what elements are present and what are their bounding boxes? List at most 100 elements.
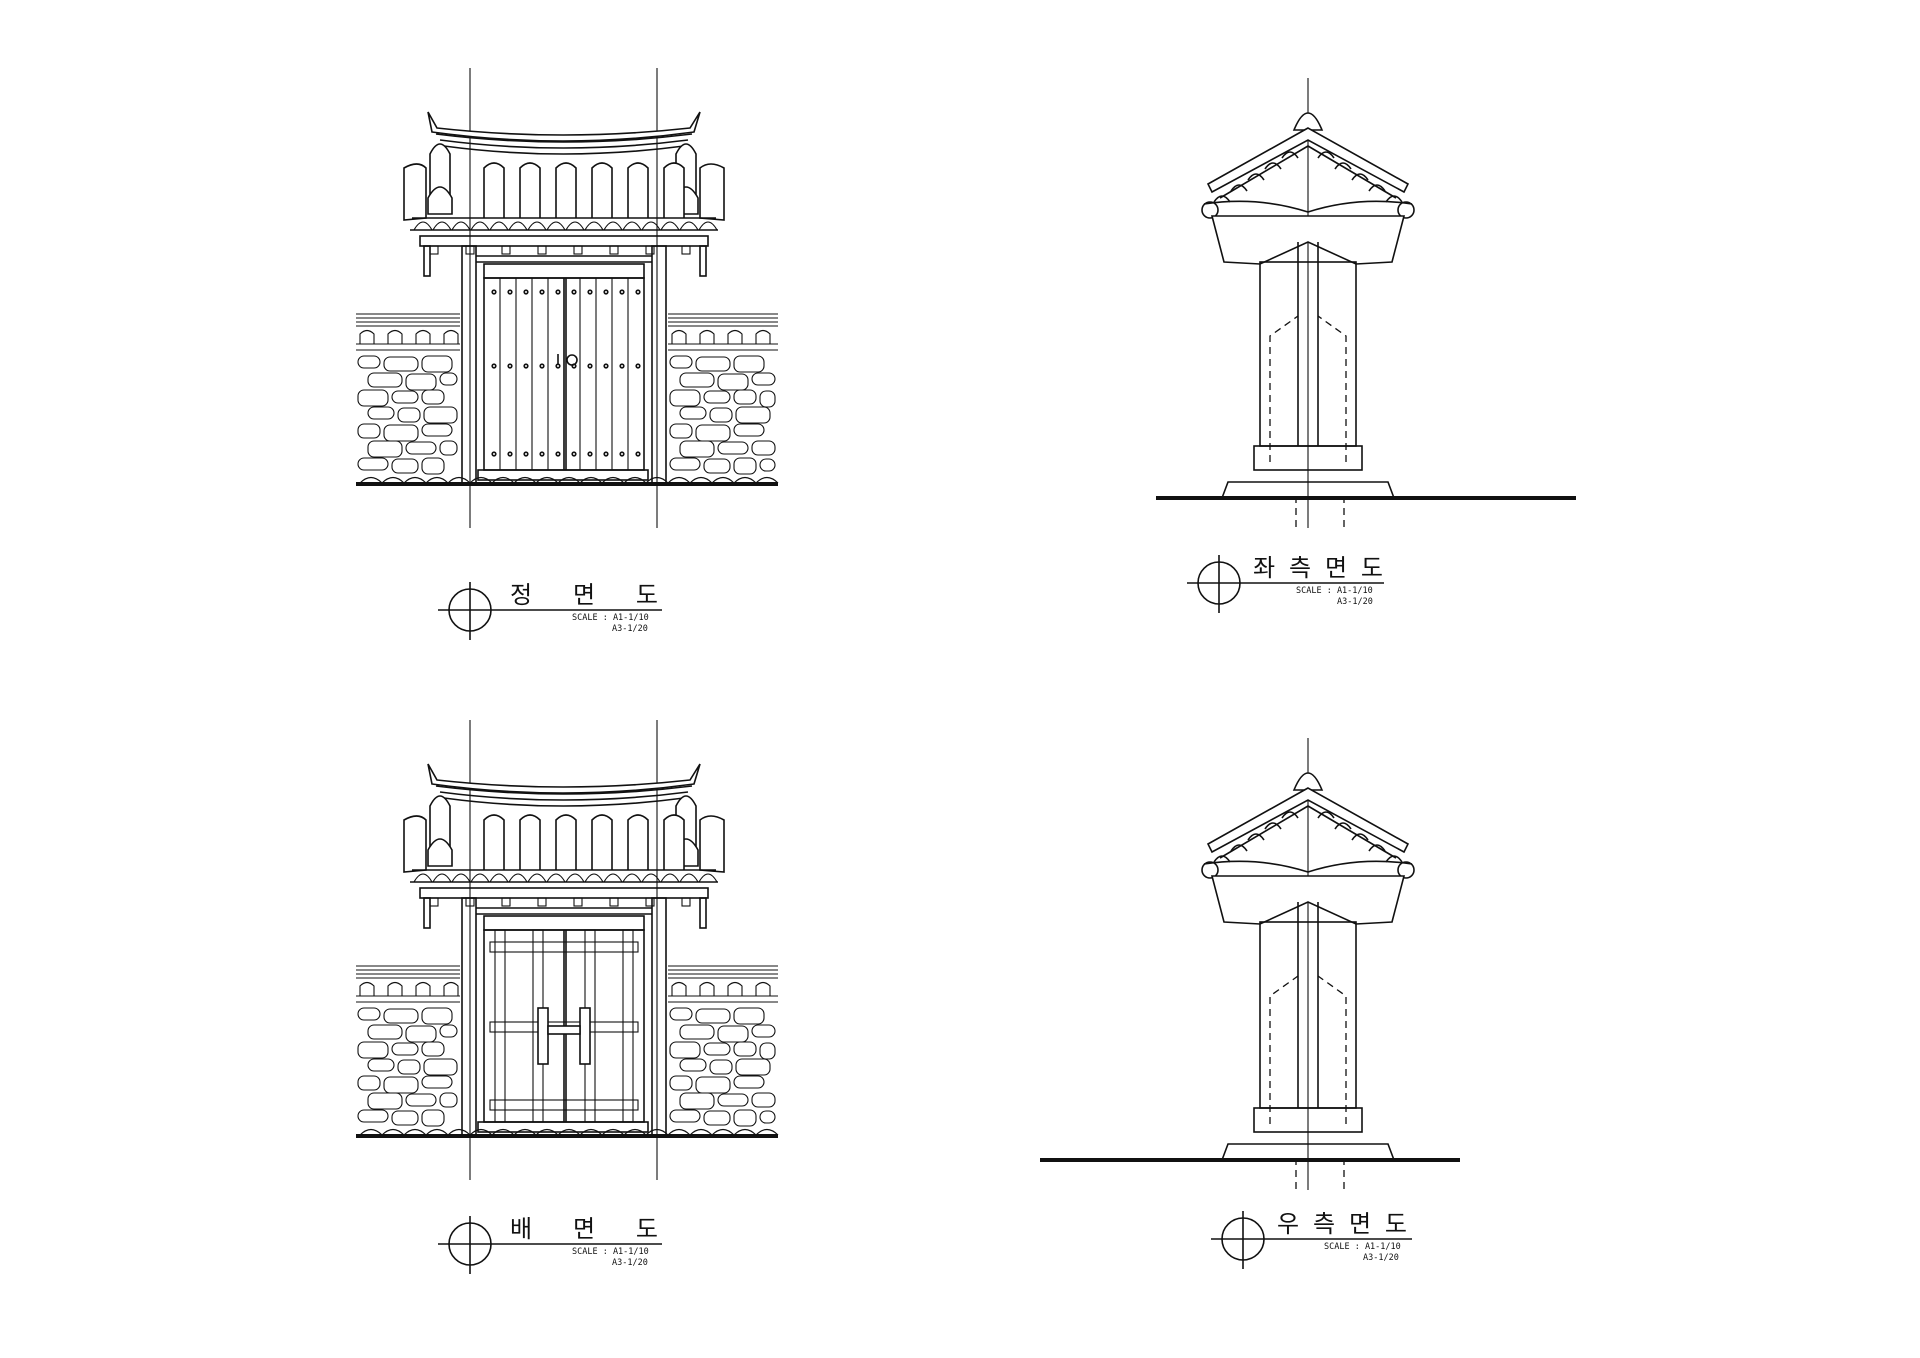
door-nail <box>491 363 497 369</box>
ridge-cap <box>1292 112 1324 131</box>
wall-stone <box>405 1025 437 1043</box>
base-stone <box>601 476 625 484</box>
wall-tile <box>727 981 743 996</box>
eave-tile <box>413 873 433 883</box>
wall-stone <box>751 372 776 386</box>
roof-tile-left <box>1247 173 1265 181</box>
wall-stone <box>733 457 757 475</box>
door-nail <box>619 451 625 457</box>
bracket-right <box>699 897 707 929</box>
eave-tile <box>660 221 680 231</box>
wall-stone <box>695 1076 731 1094</box>
wall-stone <box>357 1109 389 1123</box>
eave-tile <box>698 873 718 883</box>
wall-stone <box>421 1109 445 1127</box>
wall-stone <box>735 1058 771 1076</box>
wall-stone <box>421 1075 453 1089</box>
wall-stone <box>759 1110 776 1124</box>
rafter-end <box>429 897 439 907</box>
front-elevation <box>356 68 779 528</box>
eave-tile <box>432 873 452 883</box>
eave-tile <box>470 873 490 883</box>
base-stone <box>711 1128 735 1136</box>
rafter-end <box>537 245 547 255</box>
roof-tile <box>555 814 577 870</box>
base-stone <box>601 1128 625 1136</box>
base-stone <box>425 1128 449 1136</box>
view-title-rear: 배 면 도 <box>510 1215 658 1243</box>
door-knocker-ring <box>566 354 578 366</box>
wall-stone <box>391 458 419 474</box>
wall-stone <box>367 372 403 388</box>
door-nail <box>603 363 609 369</box>
base-stone <box>755 476 779 484</box>
door-top-rail <box>483 263 645 279</box>
wall-stone <box>669 457 701 471</box>
wall-stone <box>367 440 403 458</box>
rafter-end <box>681 897 691 907</box>
beam-block <box>1210 875 1406 925</box>
wall-tile <box>415 329 431 344</box>
wall-stone <box>405 1093 437 1107</box>
wall-stone <box>357 389 389 407</box>
eave-tile <box>527 873 547 883</box>
roof-ridge-line <box>439 139 689 149</box>
wall-stone <box>669 389 701 407</box>
roof-tile-left <box>1213 195 1231 203</box>
base-stone <box>469 476 493 484</box>
door-nail <box>507 363 513 369</box>
wall-stone <box>439 372 458 386</box>
wall-stone <box>735 406 771 424</box>
eave-tile <box>679 221 699 231</box>
scale-line2-front: A3-1/20 <box>612 624 648 634</box>
view-title-right: 우 측 면 도 <box>1277 1210 1407 1238</box>
wall-stone <box>357 1075 381 1091</box>
door-nail <box>603 451 609 457</box>
door-nail <box>571 451 577 457</box>
rafter-end <box>501 897 511 907</box>
eave-end-left <box>1201 201 1219 219</box>
roof-ridge-curve <box>427 111 701 142</box>
threshold <box>477 1121 649 1133</box>
roof-tile-left <box>1230 184 1248 192</box>
view-title-front: 정 면 도 <box>510 581 658 609</box>
wall-stone <box>391 390 419 404</box>
left-side-elevation <box>1156 78 1576 528</box>
eave-line <box>1203 200 1413 213</box>
gate-post-left <box>461 245 477 485</box>
wall-tile <box>671 329 687 344</box>
scale-line1-rear: SCALE : A1-1/10 <box>572 1247 649 1257</box>
door-nail <box>571 289 577 295</box>
door-stile <box>622 929 634 1123</box>
base-stone <box>557 1128 581 1136</box>
wall-stone <box>423 406 458 424</box>
door-bolt-left <box>537 1007 549 1065</box>
wall-tile <box>755 981 771 996</box>
wall-stone <box>421 389 445 405</box>
title-block-left: 좌 측 면 도 SCALE : A1-1/10 A3-1/20 <box>1187 554 1384 613</box>
base-stone <box>689 476 713 484</box>
door-top-rail <box>483 915 645 931</box>
wall-stone <box>733 1075 765 1089</box>
roof-end-ornament <box>427 838 453 867</box>
door-bolt-bar <box>547 1025 581 1035</box>
wall-tile <box>727 329 743 344</box>
wall-stone <box>383 356 419 372</box>
beam-block <box>1210 215 1406 265</box>
roof-ridge-curve <box>427 763 701 794</box>
wall-stone <box>751 440 776 456</box>
wall-stone <box>669 1075 693 1091</box>
roof-side-tile-right <box>699 815 725 873</box>
wall-tile <box>755 329 771 344</box>
base-stone <box>513 1128 537 1136</box>
wall-tile <box>699 329 715 344</box>
rafter-end <box>609 897 619 907</box>
base-stone <box>689 1128 713 1136</box>
rafter-end <box>501 245 511 255</box>
eave-tile <box>622 221 642 231</box>
roof-tile-right <box>1351 173 1369 181</box>
door-nail <box>635 363 641 369</box>
wall-stone <box>751 1024 776 1038</box>
wall-stone <box>679 1024 715 1040</box>
